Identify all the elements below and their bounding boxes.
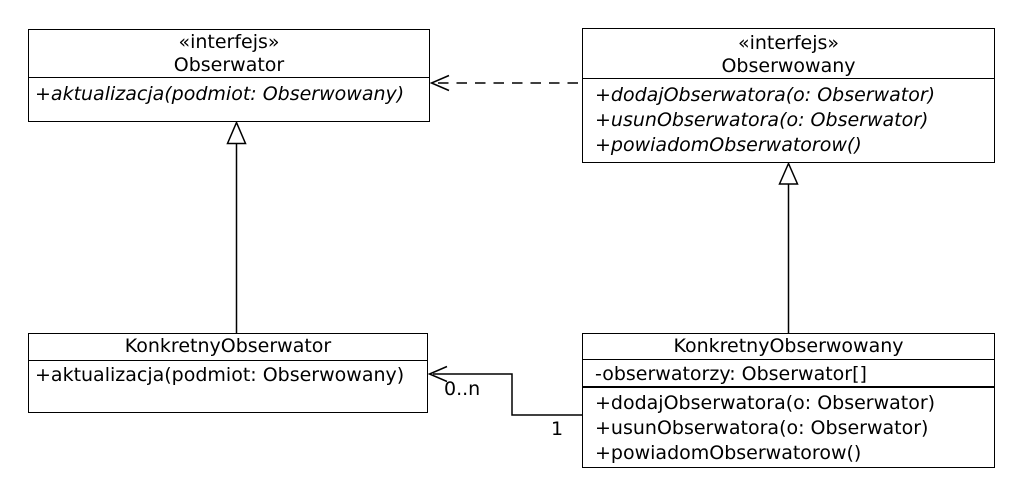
multiplicity-label-many: 0..n bbox=[444, 378, 481, 400]
class-obserwator: «interfejs» Obserwator +aktualizacja(pod… bbox=[28, 29, 430, 122]
multiplicity-label-one: 1 bbox=[551, 418, 564, 440]
triangle-arrowhead-icon bbox=[778, 161, 799, 185]
class-header: «interfejs» Obserwator bbox=[29, 30, 429, 78]
stereotype-label: «interfejs» bbox=[737, 32, 840, 54]
method-label: +dodajObserwatora(o: Obserwator) bbox=[595, 392, 936, 414]
method-label: +dodajObserwatora(o: Obserwator) bbox=[595, 84, 936, 106]
class-obserwowany: «interfejs» Obserwowany +dodajObserwator… bbox=[582, 28, 995, 163]
attributes-compartment: -obserwatorzy: Obserwator[] bbox=[583, 360, 994, 388]
method-label: +aktualizacja(podmiot: Obserwowany) bbox=[35, 364, 405, 386]
method-label: +powiadomObserwatorow() bbox=[595, 442, 862, 464]
method-label: +usunObserwatora(o: Obserwator) bbox=[595, 109, 929, 131]
class-konkretny-obserwator: KonkretnyObserwator +aktualizacja(podmio… bbox=[28, 333, 428, 413]
attribute-label: -obserwatorzy: Obserwator[] bbox=[595, 363, 867, 385]
methods-compartment: +aktualizacja(podmiot: Obserwowany) bbox=[29, 361, 427, 388]
class-name: KonkretnyObserwator bbox=[124, 335, 332, 357]
method-label: +usunObserwatora(o: Obserwator) bbox=[595, 417, 929, 439]
dependency-arrow bbox=[429, 74, 582, 92]
association-line bbox=[433, 373, 582, 416]
class-header: KonkretnyObserwator bbox=[29, 334, 427, 361]
open-arrowhead-icon bbox=[427, 365, 448, 383]
realization-arrow-obserwator bbox=[226, 120, 247, 334]
method-label: +aktualizacja(podmiot: Obserwowany) bbox=[35, 83, 405, 105]
triangle-arrowhead-icon bbox=[226, 120, 247, 145]
class-name: Obserwowany bbox=[721, 55, 856, 77]
stereotype-label: «interfejs» bbox=[178, 31, 280, 53]
class-konkretny-obserwowany: KonkretnyObserwowany -obserwatorzy: Obse… bbox=[582, 333, 995, 468]
open-arrowhead-icon bbox=[429, 74, 450, 92]
class-name: KonkretnyObserwowany bbox=[673, 335, 904, 357]
class-header: «interfejs» Obserwowany bbox=[583, 29, 994, 79]
realization-arrow-obserwowany bbox=[778, 161, 799, 334]
method-label: +powiadomObserwatorow() bbox=[595, 134, 862, 156]
methods-compartment: +dodajObserwatora(o: Obserwator) +usunOb… bbox=[583, 79, 994, 158]
class-header: KonkretnyObserwowany bbox=[583, 334, 994, 360]
association-arrow bbox=[427, 365, 582, 416]
methods-compartment: +aktualizacja(podmiot: Obserwowany) bbox=[29, 78, 429, 107]
methods-compartment: +dodajObserwatora(o: Obserwator) +usunOb… bbox=[583, 388, 994, 466]
class-name: Obserwator bbox=[173, 54, 285, 76]
